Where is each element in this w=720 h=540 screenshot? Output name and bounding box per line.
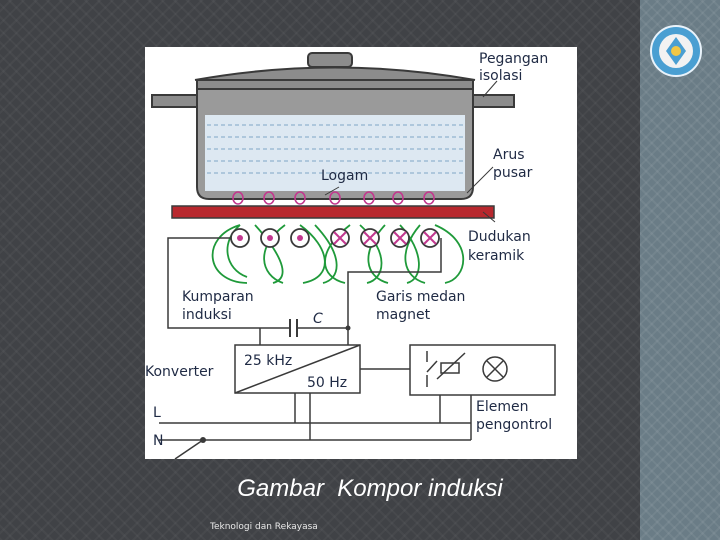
label-50hz: 50 Hz <box>307 375 347 391</box>
pot-rim <box>196 79 474 90</box>
diagram-canvas: Pegangan isolasi Arus pusar Logam Duduka… <box>145 51 556 460</box>
label-garis-medan: Garis medan <box>376 289 465 305</box>
pot-contents <box>205 115 465 191</box>
label-isolasi: isolasi <box>479 68 522 84</box>
leader-lines <box>324 80 498 223</box>
label-magnet: magnet <box>376 307 431 323</box>
label-n: N <box>153 433 163 449</box>
label-induksi: induksi <box>182 307 232 323</box>
label-arus: Arus <box>493 147 525 163</box>
lamp-element-icon <box>482 356 508 382</box>
kemdikbud-logo-icon <box>650 25 702 77</box>
label-kumparan: Kumparan <box>182 289 254 305</box>
side-strip <box>640 0 720 540</box>
label-dudukan: Dudukan <box>468 229 531 245</box>
label-pusar: pusar <box>493 165 533 181</box>
label-logam: Logam <box>321 168 368 184</box>
pot-lid <box>194 66 476 81</box>
label-l: L <box>153 405 161 421</box>
label-elemen: Elemen <box>476 399 528 415</box>
circuit-wiring <box>159 237 556 460</box>
eddy-currents <box>232 191 435 205</box>
capacitor <box>289 319 298 337</box>
control-switch <box>426 351 466 387</box>
label-pegangan: Pegangan <box>479 51 548 67</box>
label-25khz: 25 kHz <box>244 353 292 369</box>
footer-text: Teknologi dan Rekayasa <box>210 522 318 532</box>
lid-knob <box>307 52 353 68</box>
label-keramik: keramik <box>468 248 525 264</box>
label-pengontrol: pengontrol <box>476 417 552 433</box>
ceramic-plate <box>171 205 495 219</box>
label-konverter: Konverter <box>145 364 214 380</box>
label-capacitor: C <box>313 311 323 327</box>
figure-caption: Gambar Kompor induksi <box>237 475 503 502</box>
induction-cooker-diagram: Pegangan isolasi Arus pusar Logam Duduka… <box>145 47 577 460</box>
